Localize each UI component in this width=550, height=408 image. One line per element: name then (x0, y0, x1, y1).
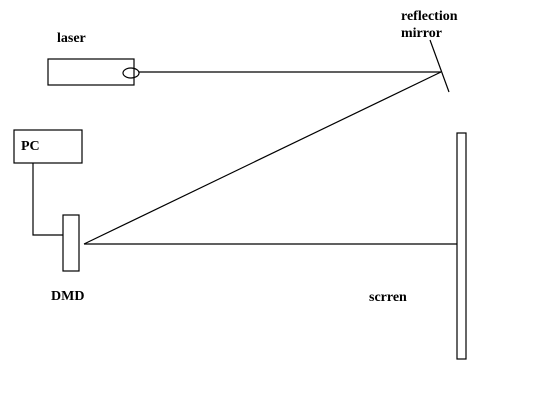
dmd-device (62, 214, 80, 272)
dmd-label: DMD (51, 289, 84, 304)
mirror-label-line2: mirror (401, 26, 442, 41)
pc-box (13, 129, 83, 164)
laser-device (47, 58, 135, 86)
mirror-label-line1: reflection (401, 9, 458, 24)
laser-label: laser (57, 31, 86, 46)
reflected-beam (83, 71, 442, 245)
pc-dmd-cable (32, 163, 63, 236)
screen (456, 132, 467, 360)
laser-aperture (122, 67, 140, 79)
pc-label: PC (21, 139, 40, 154)
screen-label: scrren (369, 290, 407, 305)
reflection-mirror (429, 39, 450, 93)
